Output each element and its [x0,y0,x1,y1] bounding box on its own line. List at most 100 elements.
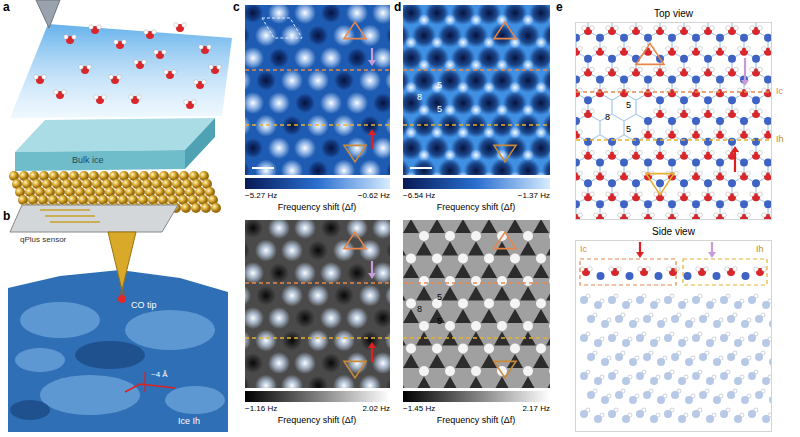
hexagon-ring [744,73,768,101]
bright-spot [536,254,546,264]
molecule-blob [268,92,290,114]
hydrogen-atom [674,213,679,218]
hydrogen-atom [650,213,655,218]
bright-spot [445,276,455,286]
shift-arrow [734,151,736,172]
tip-label: CO tip [131,300,157,310]
hydrogen-atom [662,109,667,114]
bright-spot [549,276,550,286]
molecule-blob [245,161,250,175]
hydrogen-atom [746,130,751,135]
bottom-oxygen [692,159,700,167]
bulk-hydrogen [712,337,716,341]
hydrogen-atom [79,65,84,70]
hydrogen-atom [109,75,114,80]
hexagon-ring [624,73,648,101]
hydrogen-atom [690,130,695,135]
hydrogen-atom [662,26,667,31]
hydrogen-atom [678,109,683,114]
hydrogen-atom [630,26,635,31]
molecule-blob [346,92,368,114]
dark-triangle [403,309,419,323]
bottom-oxygen [584,138,592,146]
triangle-marker [344,232,366,249]
bright-spot [457,37,469,49]
bright-spot [444,149,456,161]
hexagon-ring [600,156,624,184]
bulk-hydrogen [768,337,771,341]
hydrogen-atom [62,90,67,95]
molecule-blob [307,70,329,92]
bulk-hydrogen [656,413,660,417]
bulk-hydrogen [698,332,702,336]
hydrogen-atom [134,60,139,65]
bottom-oxygen [644,34,652,42]
bulk-hydrogen [705,313,709,317]
bright-spot [497,321,507,331]
bulk-hydrogen [677,389,681,393]
bright-spot [444,104,456,116]
bulk-hydrogen [719,394,723,398]
hexagon-ring [720,156,744,184]
bright-spot [535,127,547,139]
molecule-blob [308,376,328,388]
molecule-blob [373,93,390,113]
hydrogen-atom [642,213,647,218]
hydrogen-atom [710,67,715,72]
co-oxygen [118,295,126,303]
hydrogen-atom [654,26,659,31]
material-label: Ice Ih [178,416,200,426]
molecule-blob [308,161,328,175]
sensor-board [10,205,178,232]
hydrogen-atom [690,213,695,218]
hydrogen-atom [678,150,683,155]
bulk-hydrogen [754,294,758,298]
ring-size: 5 [437,80,442,90]
triangle-marker [344,22,366,38]
bright-spot [509,82,521,94]
bulk-hydrogen [593,389,597,393]
molecule-blob [372,220,390,239]
bulk-hydrogen [600,299,604,303]
bottom-oxygen [752,55,760,63]
panel-letter: c [233,1,240,15]
gold-atom [191,203,201,213]
bulk-hydrogen [656,337,660,341]
bright-spot [471,276,481,286]
hydrogen-atom [734,109,739,114]
molecule-blob [360,116,380,136]
bottom-oxygen [740,159,748,167]
hydrogen-atom [702,192,707,197]
triangle-marker [344,361,366,378]
shift-arrow-head [731,146,739,152]
hexagon-ring [624,114,648,142]
bright-spot [458,254,468,264]
bright-spot [403,59,404,71]
ring-size: 5 [437,104,442,114]
hexagon-ring [708,52,732,80]
bulk-hydrogen [740,413,744,417]
hexagon-ring [684,52,708,80]
shift-arrow-head [708,252,716,258]
material-label: Bulk ice [72,155,104,165]
hydrogen-atom [142,60,147,65]
bulk-hydrogen [677,351,681,355]
hydrogen-atom [738,130,743,135]
bright-spot [432,254,442,264]
hydrogen-atom [174,23,179,28]
bulk-hydrogen [670,408,674,412]
ring-size: 8 [605,112,610,122]
bulk-hydrogen [726,294,730,298]
dark-triangle [481,264,497,278]
molecule-blob [281,160,303,175]
hydrogen-atom [654,109,659,114]
scale-title: Frequency shift (Δf) [278,415,357,425]
bottom-oxygen [716,117,724,125]
bright-spot [406,299,416,309]
side-view-model [580,242,771,423]
dark-triangle [442,377,458,388]
hexagon-ring [624,156,648,184]
bottom-oxygen [728,96,736,104]
hydrogen-atom [666,213,671,218]
hexagon-ring [696,73,720,101]
